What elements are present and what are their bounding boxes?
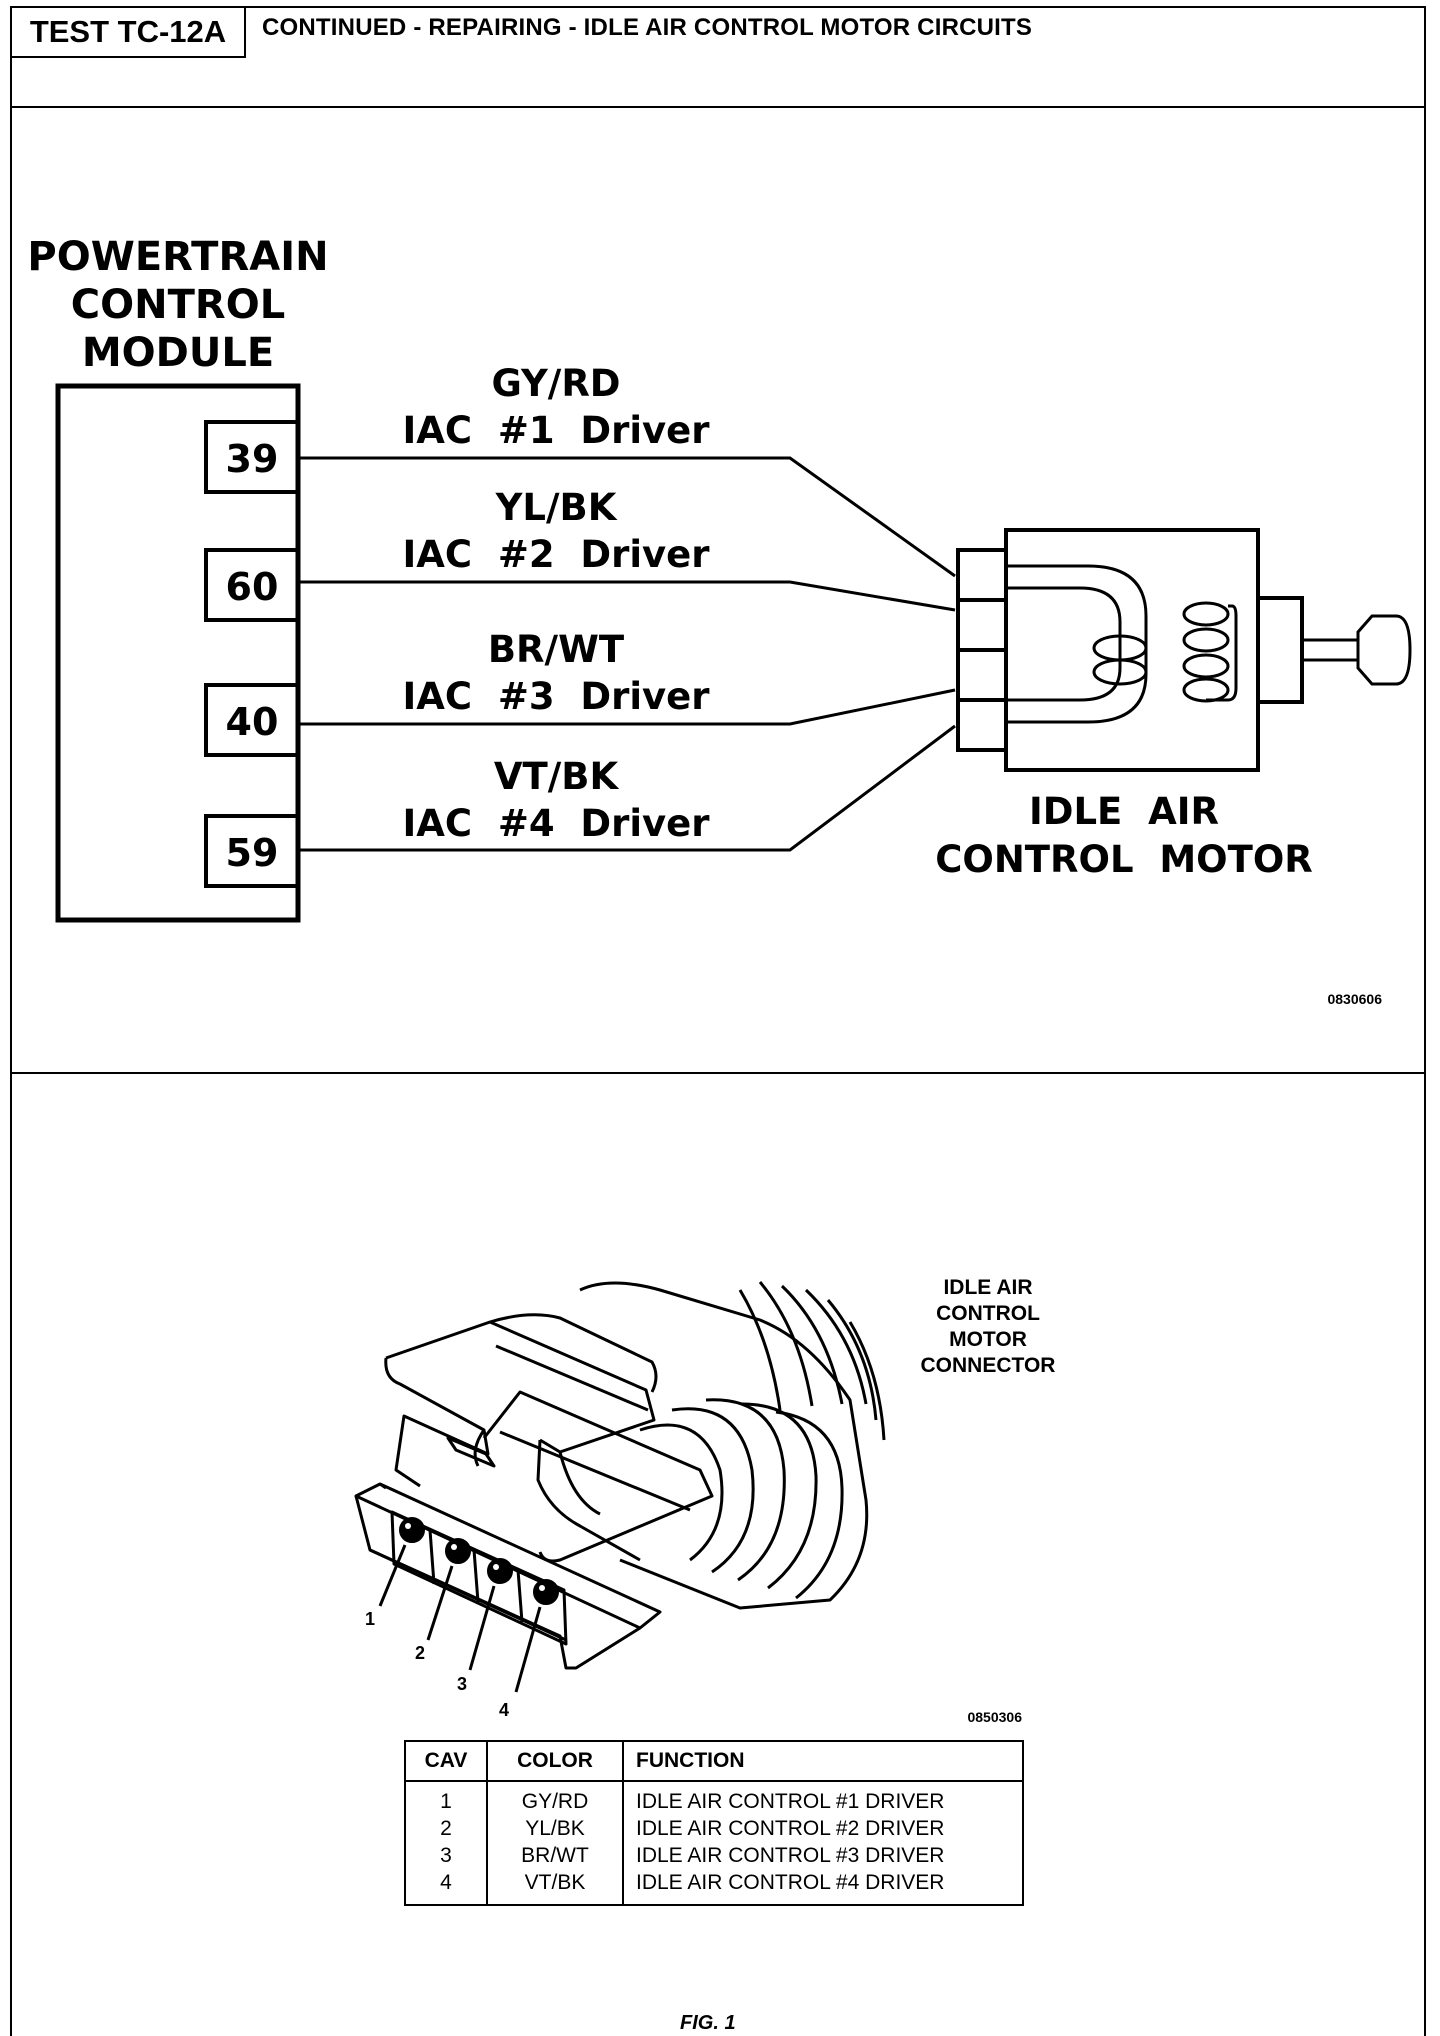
cavity-4-pin [533, 1579, 559, 1605]
wire-4-function: IAC #4 Driver [403, 802, 711, 845]
page-title: CONTINUED - REPAIRING - IDLE AIR CONTROL… [262, 14, 1033, 41]
leader-2 [426, 1565, 454, 1641]
cell-color: BR/WT [487, 1842, 624, 1869]
cell-cav: 4 [405, 1869, 488, 1905]
plunger-housing [1256, 596, 1304, 704]
cell-color: VT/BK [487, 1869, 624, 1905]
table-row: 1 GY/RD IDLE AIR CONTROL #1 DRIVER [405, 1781, 1023, 1815]
header-divider [10, 106, 1426, 108]
cell-function: IDLE AIR CONTROL #3 DRIVER [636, 1844, 945, 1867]
wire-3-color: BR/WT [488, 628, 625, 671]
cavity-label-1: 1 [365, 1609, 375, 1629]
cavity-label-3: 3 [457, 1674, 467, 1694]
motor-label-2: CONTROL MOTOR [935, 838, 1313, 881]
test-id: TEST TC-12A [29, 14, 227, 49]
connector-label-1: IDLE AIR [943, 1276, 1032, 1299]
wire-1-function: IAC #1 Driver [403, 409, 711, 452]
wire-1-color: GY/RD [491, 362, 620, 405]
cell-cav: 2 [405, 1815, 488, 1842]
wire-2-color: YL/BK [495, 486, 618, 529]
pin-60: 60 [226, 565, 279, 609]
pin-40: 40 [226, 700, 279, 744]
leader-4 [514, 1606, 542, 1693]
table-row: 4 VT/BK IDLE AIR CONTROL #4 DRIVER [405, 1869, 1023, 1905]
plunger-stem [1300, 638, 1360, 662]
wire-2-function: IAC #2 Driver [403, 533, 711, 576]
connector-code: 0850306 [967, 1709, 1022, 1725]
wire-2 [298, 580, 956, 612]
table-row: 2 YL/BK IDLE AIR CONTROL #2 DRIVER [405, 1815, 1023, 1842]
wire-3-function: IAC #3 Driver [403, 675, 711, 718]
test-id-box: TEST TC-12A [10, 6, 246, 58]
cell-function: IDLE AIR CONTROL #4 DRIVER [636, 1871, 945, 1894]
cell-function: IDLE AIR CONTROL #2 DRIVER [636, 1817, 945, 1840]
cavity-label-2: 2 [415, 1643, 425, 1663]
motor-terminal-4 [956, 698, 1008, 752]
leader-3 [468, 1585, 496, 1671]
cavity-table-header: CAV COLOR FUNCTION [405, 1741, 1023, 1782]
connector-illustration [354, 1281, 886, 1670]
schematic-code: 0830606 [1327, 991, 1382, 1007]
wire-4-color: VT/BK [494, 755, 620, 798]
pin-box-60 [204, 548, 300, 622]
connector-label-2: CONTROL [936, 1302, 1040, 1325]
cavity-label-4: 4 [499, 1700, 509, 1720]
pcm-label-1: POWERTRAIN [27, 234, 328, 280]
wire-4 [298, 724, 956, 852]
motor-terminal-3 [956, 648, 1008, 702]
connector-label-3: MOTOR [949, 1328, 1027, 1351]
table-row: 3 BR/WT IDLE AIR CONTROL #3 DRIVER [405, 1842, 1023, 1869]
page-frame [10, 6, 1426, 2036]
figure-label: FIG. 1 [680, 2012, 736, 2034]
cavity-table: CAV COLOR FUNCTION 1 GY/RD IDLE AIR CONT… [404, 1740, 1024, 1906]
cell-cav: 1 [405, 1781, 488, 1815]
cavity-2-pin [445, 1538, 471, 1564]
cell-color: GY/RD [487, 1781, 624, 1815]
motor-terminal-2 [956, 598, 1008, 652]
pin-39: 39 [226, 437, 279, 481]
pcm-label-3: MODULE [82, 330, 274, 376]
coil-b [1006, 586, 1122, 702]
cavity-3-pin [487, 1558, 513, 1584]
motor-terminal-1 [956, 548, 1008, 602]
pcm-block [55, 383, 301, 923]
section-divider [10, 1072, 1426, 1074]
motor-label-1: IDLE AIR [1029, 790, 1219, 833]
pcm-label-2: CONTROL [71, 282, 285, 328]
pin-box-40 [204, 683, 300, 757]
connector-label-4: CONNECTOR [921, 1354, 1056, 1377]
wire-3 [298, 688, 956, 726]
header-color: COLOR [487, 1741, 624, 1782]
cell-cav: 3 [405, 1842, 488, 1869]
leader-1 [378, 1544, 407, 1607]
cell-function: IDLE AIR CONTROL #1 DRIVER [636, 1790, 945, 1813]
pintle-tip [1356, 614, 1412, 686]
wire-1 [298, 456, 956, 578]
cavity-1-pin [399, 1517, 425, 1543]
header-cav: CAV [405, 1741, 488, 1782]
header-function: FUNCTION [623, 1741, 1023, 1782]
cell-color: YL/BK [487, 1815, 624, 1842]
pin-59: 59 [226, 831, 279, 875]
